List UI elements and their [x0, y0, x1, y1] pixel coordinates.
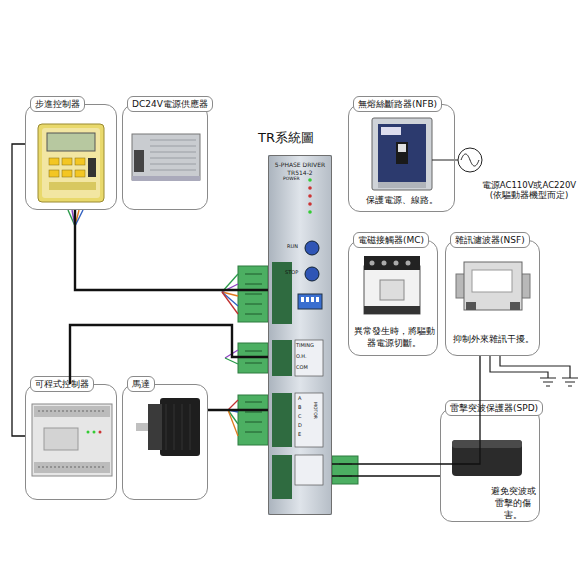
power-supply-illustration: [132, 134, 200, 181]
led-label: POWER: [283, 176, 307, 181]
filter-card: 雜訊濾波器(NSF)抑制外來雜訊干擾。: [445, 240, 540, 356]
signal-name: COM: [296, 365, 323, 371]
wire-connector: [75, 210, 268, 290]
controller-wires: [68, 210, 83, 226]
contactor-illustration: [364, 256, 420, 314]
pin-name: D: [298, 423, 306, 429]
wire-connector: [12, 144, 25, 436]
wire-connector: [70, 325, 268, 384]
ground-wiring: [490, 356, 578, 386]
contactor-card: 電磁接觸器(MC)異常發生時，將驅動器電源切斷。: [348, 240, 438, 356]
box-heading: 雜訊濾波器(NSF): [450, 232, 530, 248]
box-description: 避免突波或雷擊的傷害。: [487, 485, 539, 521]
box-heading: 馬達: [127, 376, 155, 392]
motor-illustration: [136, 398, 200, 456]
breaker-illustration: [372, 118, 432, 190]
motor-card: 馬達: [122, 384, 208, 500]
signal-name: O.H.: [296, 354, 323, 360]
model-number: TR514-2: [269, 169, 331, 176]
diagram-title: TR系統圖: [258, 129, 314, 147]
driver-unit: 5-PHASE DRIVERTR514-2: [268, 155, 332, 515]
signal-name: TIMING: [296, 343, 323, 349]
box-heading: 可程式控制器: [30, 376, 94, 392]
breaker-card: 無熔絲斷路器(NFB)保護電源、線路。: [348, 104, 455, 212]
filter-illustration: [456, 262, 530, 310]
plc-card: 可程式控制器: [25, 384, 117, 500]
controller-illustration: [38, 124, 104, 202]
box-description: 保護電源、線路。: [354, 194, 449, 206]
pin-name: A: [298, 396, 306, 402]
ac-source-symbol: [432, 148, 482, 172]
box-heading: 雷擊突波保護器(SPD): [445, 400, 543, 416]
switch-label: STOP: [285, 270, 305, 276]
wire-connector: [332, 475, 440, 476]
surge-protector-card: 雷擊突波保護器(SPD)避免突波或雷擊的傷害。: [440, 408, 540, 522]
box-heading: 電磁接觸器(MC): [353, 232, 429, 248]
box-heading: DC24V電源供應器: [127, 96, 213, 112]
pin-name: C: [298, 414, 306, 420]
box-description: 異常發生時，將驅動器電源切斷。: [353, 325, 435, 349]
wire-connector: [332, 356, 480, 464]
plc-illustration: [32, 404, 112, 476]
terminal-name: MOTOR: [313, 402, 318, 419]
driver-panel: [268, 155, 332, 515]
power-supply-card: DC24V電源供應器: [122, 104, 208, 210]
driver-name: 5-PHASE DRIVER: [269, 161, 331, 168]
controller-card: 步進控制器: [25, 104, 117, 210]
colored-wire-fans: [222, 274, 238, 436]
terminal-plugs: [238, 266, 358, 484]
power-spec-note: 電源AC110V或AC220V (依驅動器機型而定): [476, 181, 582, 201]
pin-name: B: [298, 405, 306, 411]
box-description: 抑制外來雜訊干擾。: [450, 333, 537, 345]
box-heading: 無熔絲斷路器(NFB): [353, 96, 442, 112]
surge-protector-illustration: [452, 440, 522, 476]
pin-name: E: [298, 432, 306, 438]
switch-label: RUN: [287, 244, 305, 250]
box-heading: 步進控制器: [30, 96, 85, 112]
wire-connector: [208, 409, 268, 411]
